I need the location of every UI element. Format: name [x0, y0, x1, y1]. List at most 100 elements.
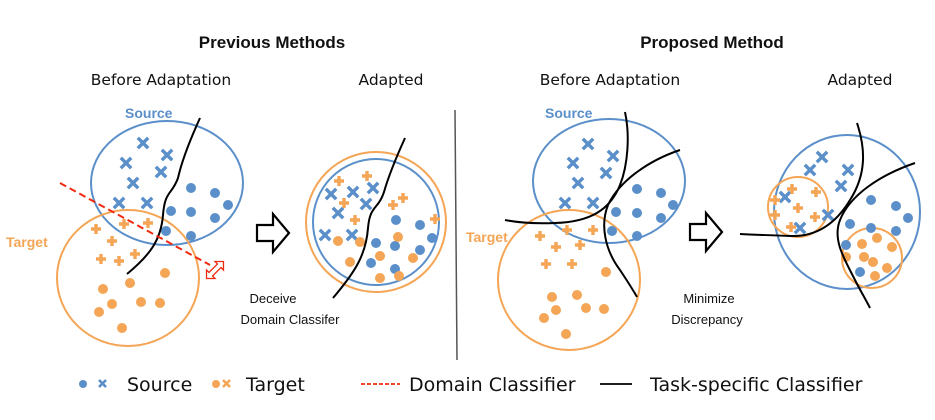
target-dot-marker: [394, 271, 404, 281]
target-dot-marker: [857, 239, 867, 249]
target-plus-marker: [539, 257, 553, 271]
target-dots: [841, 233, 897, 281]
target-dot-marker: [561, 329, 571, 339]
source-cross-marker: [835, 180, 847, 192]
target-plus-marker: [560, 223, 574, 237]
source-dot-marker: [845, 219, 855, 229]
source-dot-marker: [166, 206, 176, 216]
target-dot-marker: [345, 257, 355, 267]
previous-adapted-label: Adapted: [359, 71, 424, 89]
target-domain-ellipse: [497, 209, 641, 351]
task-classifier-boundary: [126, 117, 201, 275]
target-plus-marker: [565, 257, 579, 271]
legend-source-cross-icon: [98, 379, 107, 388]
target-dot-marker: [551, 305, 561, 315]
legend-target-label: Target: [245, 374, 305, 396]
target-plus-marker: [768, 208, 782, 222]
source-crosses: [559, 138, 619, 209]
source-dot-marker: [186, 183, 196, 193]
block-right-arrow-icon: [688, 209, 724, 255]
double-headed-arrow-icon: [205, 260, 225, 280]
proposed-before-diagram: Source Target: [466, 105, 686, 351]
source-dot-marker: [427, 233, 437, 243]
target-plus-marker: [768, 193, 782, 207]
source-cross-marker: [842, 164, 854, 176]
source-cross-marker: [319, 229, 331, 241]
previous-methods-title: Previous Methods: [199, 33, 345, 52]
target-plus-marker: [348, 213, 362, 227]
source-cross-marker: [779, 191, 791, 203]
target-plus-marker: [386, 198, 400, 212]
proposed-adapted-diagram: [739, 122, 921, 309]
target-dot-marker: [870, 271, 880, 281]
target-dot-marker: [599, 304, 609, 314]
target-dot-marker: [98, 284, 108, 294]
panel-divider: [454, 109, 458, 361]
target-plus-marker: [573, 238, 587, 252]
previous-before-diagram: Source Target: [6, 105, 244, 347]
source-cross-marker: [567, 157, 579, 169]
target-plus-marker: [141, 216, 155, 230]
target-dot-marker: [408, 253, 418, 263]
legend-domain-classifier-label: Domain Classifier: [409, 374, 576, 396]
target-dot-marker: [547, 292, 557, 302]
minimize-note-line1: Minimize: [683, 291, 734, 306]
source-cross-marker: [113, 197, 125, 209]
target-plus-marker: [549, 240, 563, 254]
source-dot-marker: [656, 188, 666, 198]
target-dot-marker: [882, 263, 892, 273]
target-plus-marker: [360, 169, 374, 183]
legend-target-cross-icon: [222, 379, 231, 388]
target-plus-marker: [808, 210, 822, 224]
task-classifier-boundary-2: [603, 149, 681, 298]
source-cross-marker: [325, 188, 337, 200]
source-dot-marker: [366, 258, 376, 268]
proposed-before-label: Before Adaptation: [540, 71, 680, 89]
source-cross-marker: [582, 138, 594, 150]
legend: Source Target Domain Classifier Task-spe…: [79, 374, 863, 396]
legend-source-dot-icon: [79, 380, 87, 388]
source-dot-marker: [656, 213, 666, 223]
source-cross-marker: [120, 157, 132, 169]
target-plus-marker: [105, 234, 119, 248]
source-dot-marker: [210, 188, 220, 198]
source-cross-marker: [127, 177, 139, 189]
target-dots: [94, 268, 170, 333]
target-dot-marker: [333, 236, 343, 246]
source-cross-marker: [161, 149, 173, 161]
source-dot-marker: [161, 226, 171, 236]
task-classifier-boundary: [332, 137, 406, 299]
source-dot-marker: [866, 195, 876, 205]
source-cross-marker: [347, 186, 359, 198]
target-dot-marker: [601, 267, 611, 277]
source-dot-marker: [611, 207, 621, 217]
target-plus-marker: [332, 174, 346, 188]
task-classifier-boundary-1: [504, 111, 629, 225]
source-label: Source: [125, 105, 173, 121]
source-dot-marker: [415, 220, 425, 230]
source-dot-marker: [632, 231, 642, 241]
target-plus-marker: [112, 254, 126, 268]
target-label: Target: [6, 234, 48, 250]
source-dot-marker: [891, 226, 901, 236]
source-cross-marker: [332, 207, 344, 219]
target-dot-marker: [125, 278, 135, 288]
source-label: Source: [545, 105, 593, 121]
target-dots: [333, 232, 418, 283]
source-cross-marker: [572, 177, 584, 189]
target-dot-marker: [94, 307, 104, 317]
target-domain-circle: [305, 151, 447, 293]
source-cross-marker: [346, 229, 358, 241]
target-dot-marker: [117, 323, 127, 333]
target-plus-marker: [533, 229, 547, 243]
source-domain-circle: [312, 158, 440, 286]
target-dot-marker: [887, 242, 897, 252]
source-dots: [607, 184, 678, 241]
source-cross-marker: [804, 164, 816, 176]
target-pluses: [332, 169, 442, 227]
target-plus-marker: [396, 191, 410, 205]
source-cross-marker: [794, 222, 806, 234]
target-dot-marker: [136, 297, 146, 307]
target-dot-marker: [375, 273, 385, 283]
target-dot-marker: [539, 313, 549, 323]
